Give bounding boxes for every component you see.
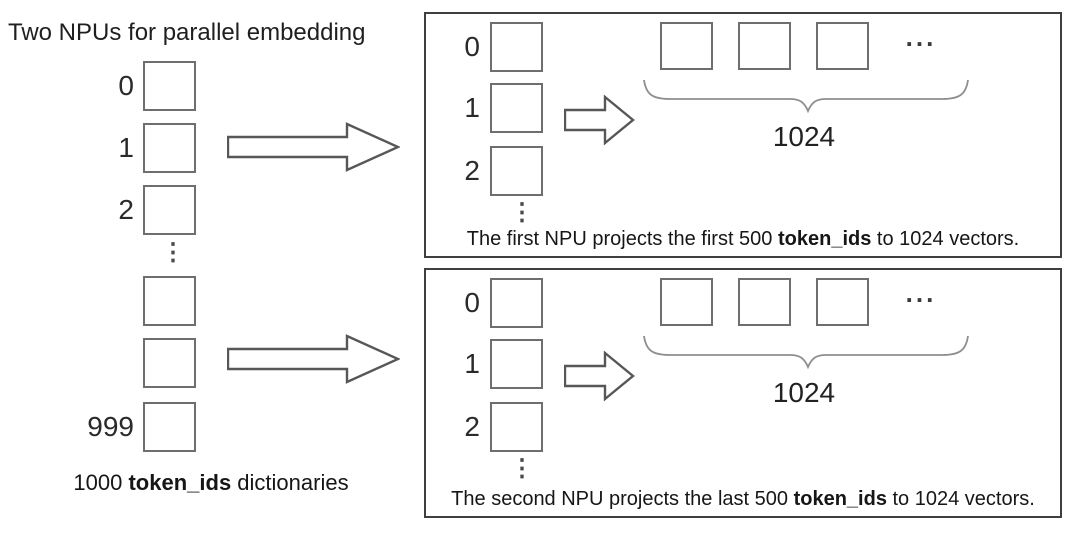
vector-count-brace-icon: [643, 79, 969, 114]
project-arrow-icon: [564, 350, 635, 402]
token-box: [490, 83, 543, 133]
npu2-caption: The second NPU projects the last 500 tok…: [426, 488, 1060, 511]
token-box: [143, 123, 196, 173]
token-box: [143, 276, 196, 326]
vector-box: [660, 278, 713, 326]
vector-box: [738, 22, 791, 70]
caption-text: to 1024 vectors.: [886, 488, 1035, 510]
vector-box: [738, 278, 791, 326]
caption-text: The first NPU projects the first 500: [466, 228, 778, 250]
token-box: [490, 146, 543, 196]
token-box: [143, 185, 196, 235]
diagram-title: Two NPUs for parallel embedding: [8, 19, 366, 46]
caption-text: dictionaries: [231, 470, 349, 495]
npu1-token-label-1: 1: [464, 92, 480, 123]
token-id-label-999: 999: [87, 411, 134, 442]
vertical-ellipsis: ⋮: [161, 239, 185, 266]
token-box: [490, 402, 543, 452]
flow-arrow-to-npu2-icon: [227, 334, 400, 384]
token-box: [490, 278, 543, 328]
token-box: [143, 338, 196, 388]
token-box: [490, 339, 543, 389]
token-box: [490, 22, 543, 72]
caption-bold-token-ids: token_ids: [793, 488, 887, 510]
vertical-ellipsis: ⋮: [510, 455, 534, 482]
flow-arrow-to-npu1-icon: [227, 122, 400, 172]
vector-count-label: 1024: [772, 121, 836, 152]
caption-text: The second NPU projects the last 500: [451, 488, 794, 510]
vector-count-brace-icon: [643, 335, 969, 370]
npu2-token-label-1: 1: [464, 348, 480, 379]
vertical-ellipsis: ⋮: [510, 199, 534, 226]
vector-count-label: 1024: [772, 377, 836, 408]
npu1-caption: The first NPU projects the first 500 tok…: [426, 228, 1060, 251]
project-arrow-icon: [564, 94, 635, 146]
token-box: [143, 61, 196, 111]
npu1-panel: 0 1 2 ⋮ ... 1024 The first NPU projects …: [424, 12, 1062, 258]
caption-text: 1000: [73, 470, 129, 495]
dictionary-caption: 1000 token_ids dictionaries: [26, 470, 396, 496]
npu1-token-label-2: 2: [464, 155, 480, 186]
npu2-token-label-0: 0: [464, 287, 480, 318]
vector-box: [816, 278, 869, 326]
vector-box: [816, 22, 869, 70]
vector-box: [660, 22, 713, 70]
horizontal-ellipsis: ...: [905, 22, 937, 52]
caption-bold-token-ids: token_ids: [128, 470, 232, 495]
token-id-label-0: 0: [118, 70, 134, 101]
caption-text: to 1024 vectors.: [871, 228, 1020, 250]
npu2-token-label-2: 2: [464, 411, 480, 442]
token-id-label-1: 1: [118, 132, 134, 163]
horizontal-ellipsis: ...: [905, 278, 937, 308]
caption-bold-token-ids: token_ids: [778, 228, 872, 250]
token-box: [143, 402, 196, 452]
token-id-label-2: 2: [118, 194, 134, 225]
npu1-token-label-0: 0: [464, 31, 480, 62]
npu2-panel: 0 1 2 ⋮ ... 1024 The second NPU projects…: [424, 268, 1062, 518]
